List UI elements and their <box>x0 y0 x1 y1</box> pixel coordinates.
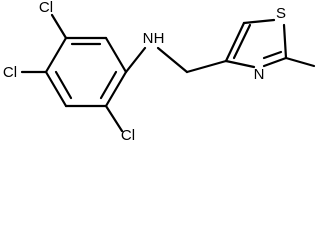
bond-benzene-c6-c1 <box>104 70 128 108</box>
bond-thiazole-c5-s <box>242 18 276 25</box>
thiazole-ring <box>224 18 316 69</box>
bond-cl-top <box>50 13 68 40</box>
aromatic-inner-bond-2 <box>54 70 73 100</box>
atom-label-cl-bottom: Cl <box>121 127 135 144</box>
bond-benzene-c1-c2 <box>104 36 128 74</box>
atom-label-cl-top: Cl <box>39 0 53 16</box>
bond-nh-to-ch2 <box>156 46 189 74</box>
bond-cl-bottom <box>104 104 124 133</box>
bond-thiazole-c4-c5 <box>224 21 246 63</box>
chemical-structure-diagram: N H Cl Cl Cl S N <box>3 0 316 144</box>
atom-label-h: H <box>154 30 165 47</box>
atom-labels: N H Cl Cl Cl S N <box>3 0 286 144</box>
atom-label-cl-middle: Cl <box>3 64 17 81</box>
atom-label-n: N <box>143 30 154 47</box>
bond-aryl-to-nh <box>124 46 147 74</box>
bond-thiazole-methyl <box>284 56 316 68</box>
bond-ch2-to-thiazole <box>185 59 228 74</box>
benzene-ring <box>44 36 128 108</box>
structure-canvas: N H Cl Cl Cl S N <box>2 0 316 144</box>
bond-thiazole-n-c4 <box>224 59 256 69</box>
thiazole-double-bond-c4-c5 <box>232 23 252 60</box>
bond-thiazole-s-c2 <box>282 23 288 60</box>
thiazole-double-bond-c2-n <box>262 50 283 60</box>
aromatic-inner-bond-3 <box>99 70 118 100</box>
atom-label-ring-n: N <box>254 66 265 83</box>
substituents <box>20 13 228 133</box>
bond-benzene-c4-c5 <box>44 70 68 108</box>
atom-label-s: S <box>276 5 286 22</box>
bond-benzene-c3-c4 <box>44 36 68 74</box>
bond-thiazole-c2-n <box>262 56 288 68</box>
